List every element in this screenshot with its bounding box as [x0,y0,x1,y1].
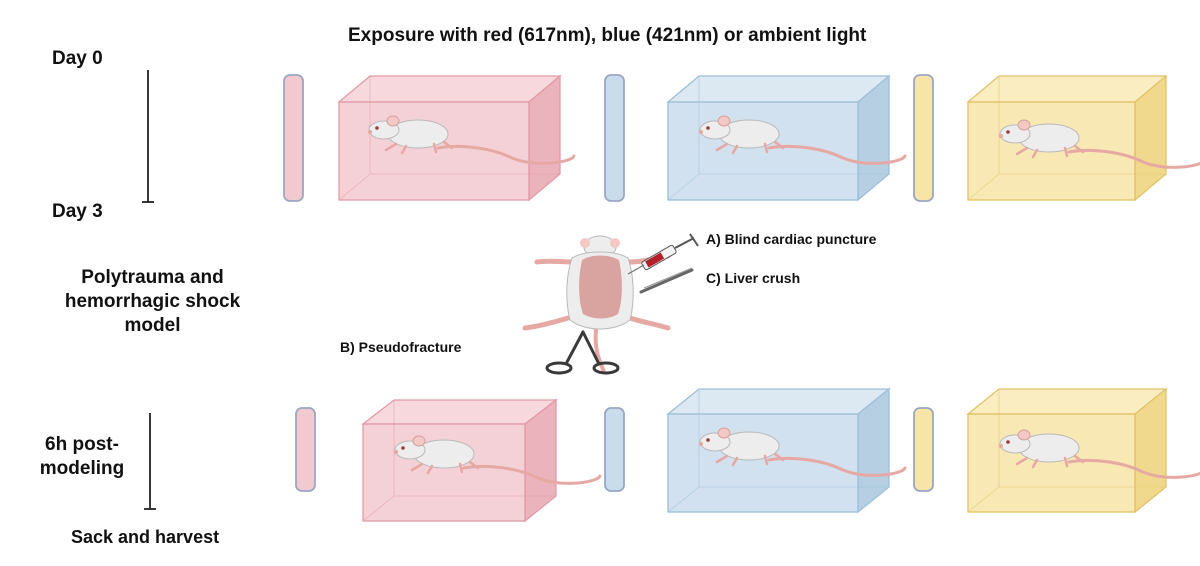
model-label-line1: Polytrauma and [81,267,224,288]
red-light-group-top [283,74,576,202]
red-lamp-icon [295,407,316,492]
supine-mouse-icon [522,235,671,374]
blue-lamp-icon [604,407,625,492]
syringe-icon [627,233,699,275]
red-light-group-bottom [295,398,602,523]
post-modeling-line2: modeling [39,458,125,479]
red-cage-icon [361,398,602,523]
liver-crush-instrument-icon [639,267,694,294]
blue-cage-icon [666,74,907,202]
blue-light-group-bottom [604,387,907,514]
procedure-c-label: C) Liver crush [706,270,801,286]
red-cage-icon [337,74,576,202]
ambient-lamp-icon [913,407,934,492]
blue-light-group-top [604,74,907,202]
procedure-a-label: A) Blind cardiac puncture [706,231,877,247]
blue-lamp-icon [604,74,625,202]
day0-label: Day 0 [52,48,103,69]
ambient-light-group-bottom [913,387,1200,514]
exposure-title: Exposure with red (617nm), blue (421nm) … [348,25,867,46]
ambient-lamp-icon [913,74,934,202]
ambient-cage-icon [966,387,1200,514]
ambient-light-group-top [913,74,1200,202]
hemostat-icon [545,330,620,375]
model-label-line2: hemorrhagic shock [64,291,241,312]
post-modeling-label: 6h post- modeling [22,433,142,481]
ambient-cage-icon [966,74,1200,202]
blue-cage-icon [666,387,907,514]
day3-label: Day 3 [52,201,103,222]
model-label-line3: model [124,315,181,336]
sack-harvest-label: Sack and harvest [71,527,220,547]
red-lamp-icon [283,74,304,202]
model-label: Polytrauma and hemorrhagic shock model [55,266,250,338]
procedure-b-label: B) Pseudofracture [340,339,462,355]
post-modeling-line1: 6h post- [45,434,119,455]
